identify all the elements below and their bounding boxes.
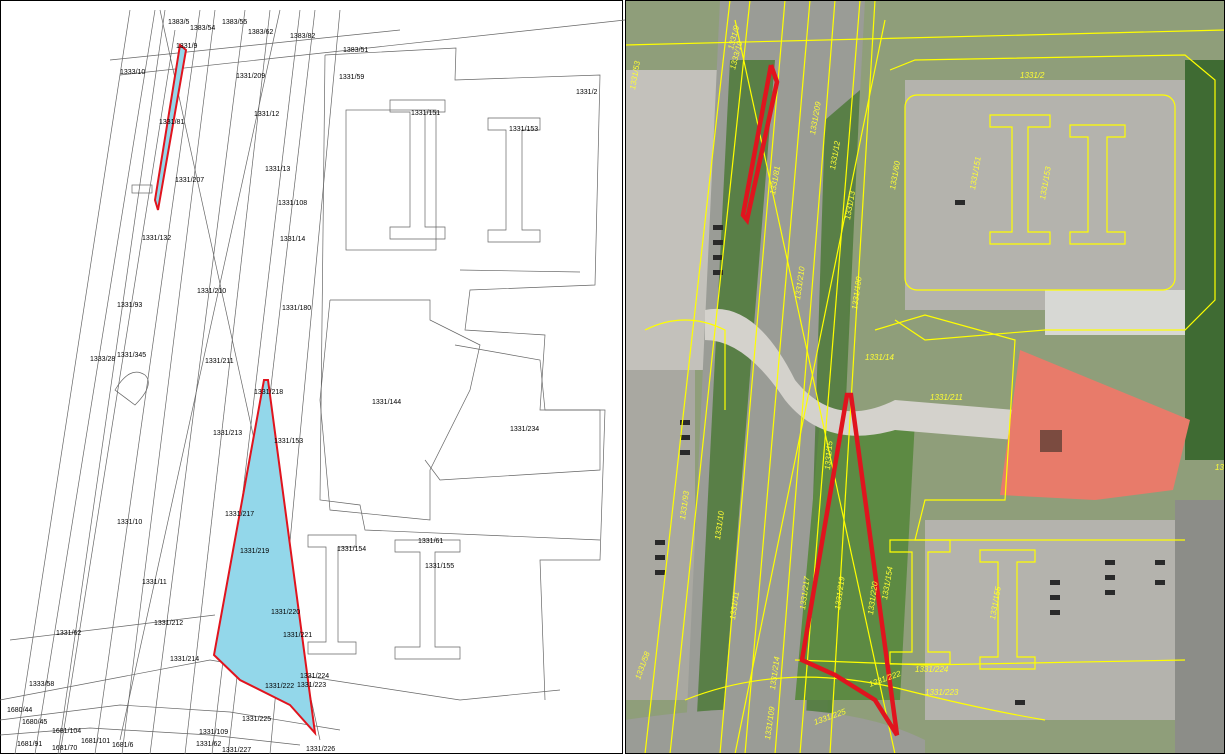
- parcel-label: 1680/45: [22, 719, 47, 726]
- parcel-label: 1681/104: [52, 728, 81, 735]
- aerial-parcel-overlay: [625, 0, 1225, 754]
- parcel-label: 1331/212: [154, 620, 183, 627]
- aerial-parcel-label: 1331/223: [925, 688, 959, 697]
- parcel-label: 1681/101: [81, 738, 110, 745]
- aerial-parcel-label: 1331/14: [865, 353, 894, 362]
- parcel-label: 1331/151: [411, 110, 440, 117]
- parcel-label: 1331/109: [199, 729, 228, 736]
- parcel-label: 1331/217: [225, 511, 254, 518]
- cadastral-frame: [0, 0, 623, 754]
- parking-lot-south: [925, 520, 1175, 720]
- parcel-label: 1331/2: [576, 89, 598, 96]
- parcel-label: 1680/44: [7, 707, 32, 714]
- parcel-label: 1333/28: [90, 356, 115, 363]
- parcel-boundaries: [0, 9, 625, 754]
- parcel-label: 1331/108: [278, 200, 307, 207]
- parcel-label: 1681/6: [112, 742, 134, 749]
- aerial-parcel-label: 1331/224: [915, 665, 949, 674]
- parcel-label: 1331/222: [265, 683, 294, 690]
- aerial-parcel-label: 1331/15: [823, 440, 835, 470]
- parcel-label: 1383/5: [168, 19, 190, 26]
- aerial-parcel-label: 1331/211: [930, 393, 963, 402]
- parcel-label: 1331/226: [306, 746, 335, 753]
- parcel-label: 1331/9: [176, 43, 198, 50]
- parcel-label: 1331/225: [242, 716, 271, 723]
- parcel-label: 1331/207: [175, 177, 204, 184]
- parcel-label: 1331/93: [117, 302, 142, 309]
- parcel-label: 1331/221: [283, 632, 312, 639]
- parcel-label: 1331/59: [339, 74, 364, 81]
- parcel-label: 1331/10: [117, 519, 142, 526]
- parked-cars: [655, 200, 1165, 705]
- parcel-label: 1331/132: [142, 235, 171, 242]
- parking-lot-north: [905, 80, 1185, 310]
- parcel-label: 1331/219: [240, 548, 269, 555]
- parcel-label: 1331/153: [274, 438, 303, 445]
- roof-unit: [1040, 430, 1062, 452]
- aerial-parcel-label: 1331/11: [728, 591, 741, 620]
- red-roof-building: [1000, 350, 1190, 500]
- parcel-label: 1331/12: [254, 111, 279, 118]
- parcel-label: 1331/11: [142, 579, 167, 586]
- trees-east: [1185, 60, 1225, 460]
- parcel-label: 1331/180: [282, 305, 311, 312]
- parcel-label: 1331/211: [205, 358, 234, 365]
- parcel-label: 1331/227: [222, 747, 251, 754]
- parcel-label: 1681/70: [52, 745, 77, 752]
- parcel-label: 1331/210: [197, 288, 226, 295]
- parcel-label: 1331/14: [280, 236, 305, 243]
- parcel-label: 1331/214: [170, 656, 199, 663]
- parcel-label: 1383/82: [290, 33, 315, 40]
- parcel-label: 1331/345: [117, 352, 146, 359]
- parcel-label: 1383/55: [222, 19, 247, 26]
- highlighted-parcel-north[interactable]: [153, 43, 188, 211]
- parcel-label: 1383/51: [343, 47, 368, 54]
- grass-strip-west: [695, 60, 775, 754]
- aerial-parcel-label: 1331/10: [713, 510, 726, 540]
- aerial-parcel-label: 1331/2: [1020, 71, 1045, 80]
- aerial-parcel-label: 1331/93: [678, 490, 691, 520]
- parcel-label: 1331/224: [300, 673, 329, 680]
- parcel-label: 1331/13: [265, 166, 290, 173]
- parcel-label: 1331/213: [213, 430, 242, 437]
- parcel-label: 1331/209: [236, 73, 265, 80]
- parcel-label: 1331/81: [159, 119, 184, 126]
- shelter-roof: [1045, 290, 1185, 335]
- parcel-label: 1331/62: [56, 630, 81, 637]
- highlighted-parcel-south-outline[interactable]: [799, 392, 900, 737]
- highlighted-parcel-north-outline[interactable]: [740, 64, 780, 226]
- parcel-label: 1333/58: [29, 681, 54, 688]
- parcel-label: 1383/54: [190, 25, 215, 32]
- parcel-label: 1331/153: [509, 126, 538, 133]
- parcel-label: 1681/91: [17, 741, 42, 748]
- parcel-label: 1331/218: [254, 389, 283, 396]
- parcel-label: 1333/10: [120, 69, 145, 76]
- aerial-parcel-label: 1331/144: [1215, 463, 1225, 472]
- parcel-label: 1331/220: [271, 609, 300, 616]
- parcel-label: 1331/155: [425, 563, 454, 570]
- left-parking: [625, 370, 695, 700]
- highlighted-parcel-south[interactable]: [212, 379, 317, 737]
- parcel-label: 1331/154: [337, 546, 366, 553]
- parcel-label: 1383/62: [248, 29, 273, 36]
- parcel-label: 1331/62: [196, 741, 221, 748]
- parcel-label: 1331/144: [372, 399, 401, 406]
- parcel-label: 1331/61: [418, 538, 443, 545]
- parcel-label: 1331/223: [297, 682, 326, 689]
- road-south: [625, 708, 925, 754]
- building-southeast: [1175, 500, 1225, 754]
- parcel-label: 1331/234: [510, 426, 539, 433]
- pedestrian-bridge: [705, 308, 1015, 440]
